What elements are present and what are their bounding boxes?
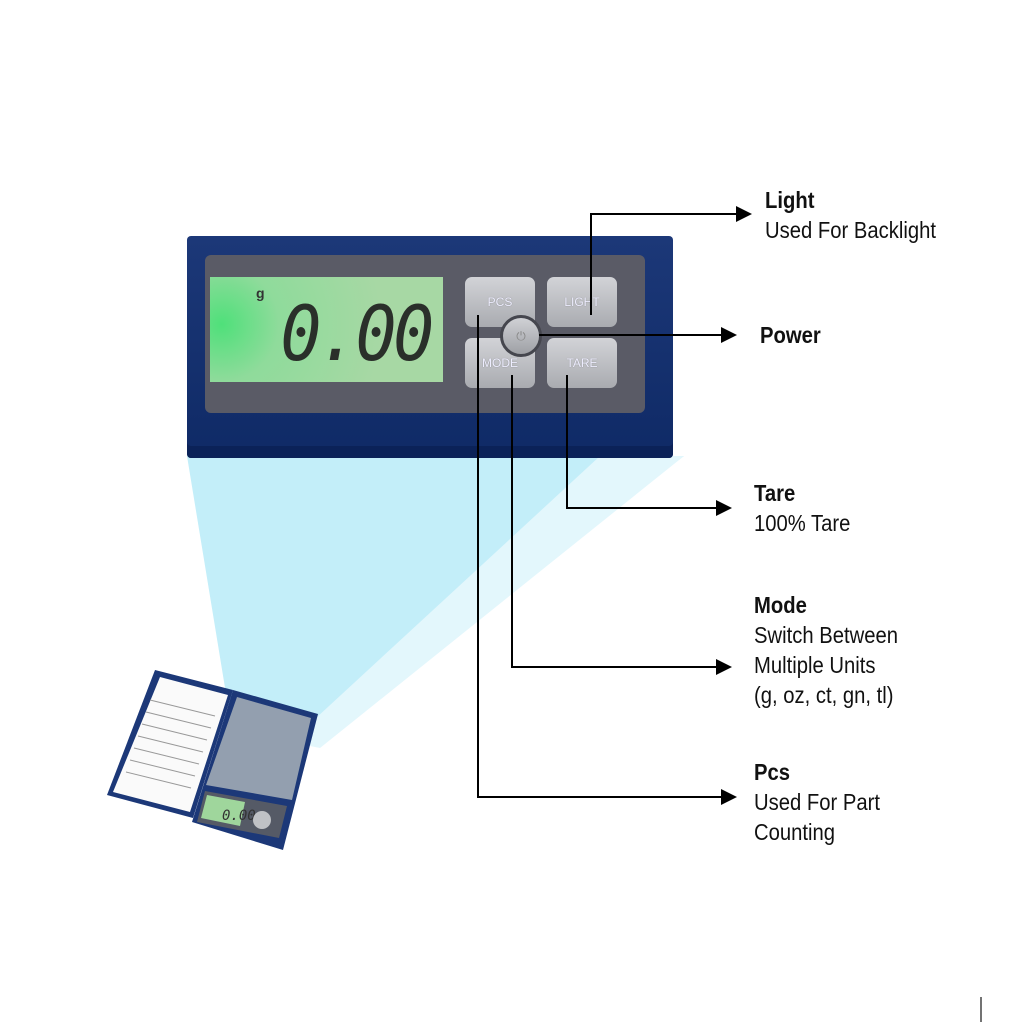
callout-desc: Counting	[754, 819, 836, 845]
callout-desc: Multiple Units	[754, 652, 876, 678]
callout-title: Power	[760, 322, 821, 348]
callout-desc: Used For Backlight	[765, 217, 936, 243]
callout-desc: (g, oz, ct, gn, tl)	[754, 682, 894, 708]
callout-desc: 100% Tare	[754, 510, 851, 536]
callout-pcs: Pcs Used For Part Counting	[754, 757, 880, 847]
callout-mode: Mode Switch Between Multiple Units (g, o…	[754, 590, 898, 710]
callout-title: Mode	[754, 592, 807, 618]
callout-power: Power	[760, 320, 821, 350]
callout-title: Tare	[754, 480, 796, 506]
callout-tare: Tare 100% Tare	[754, 478, 850, 538]
callout-title: Pcs	[754, 759, 791, 785]
tare-button[interactable]: TARE	[547, 338, 617, 388]
weight-reading: 0.00	[280, 289, 434, 378]
callout-title: Light	[765, 187, 815, 213]
unit-indicator: g	[256, 285, 265, 301]
scale-thumbnail: 0.00	[107, 670, 318, 850]
svg-text:0.00: 0.00	[222, 808, 256, 824]
power-icon: ⏻	[516, 328, 526, 343]
callout-desc: Switch Between	[754, 622, 899, 648]
callout-light: Light Used For Backlight	[765, 185, 936, 245]
lcd-screen: g 0.00	[210, 277, 443, 382]
callout-desc: Used For Part	[754, 789, 880, 815]
light-button[interactable]: LIGHT	[547, 277, 617, 327]
